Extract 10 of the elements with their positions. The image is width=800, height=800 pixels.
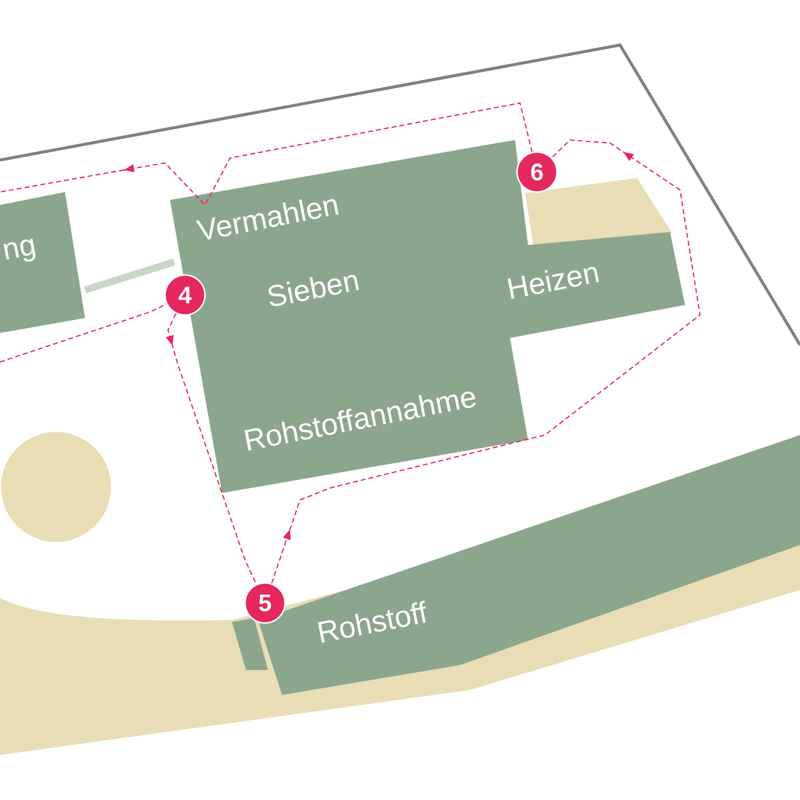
room-label: Heizen — [508, 266, 599, 299]
conveyor-line — [84, 258, 176, 294]
route-line — [271, 139, 701, 584]
route-line — [0, 304, 167, 363]
room-label: Sieben — [268, 274, 359, 306]
route-line — [124, 102, 533, 206]
room-label: ng — [4, 238, 36, 262]
room-label: Rohstoff — [318, 600, 426, 643]
room-label: Vermahlen — [196, 199, 339, 240]
circular-area — [1, 432, 111, 542]
